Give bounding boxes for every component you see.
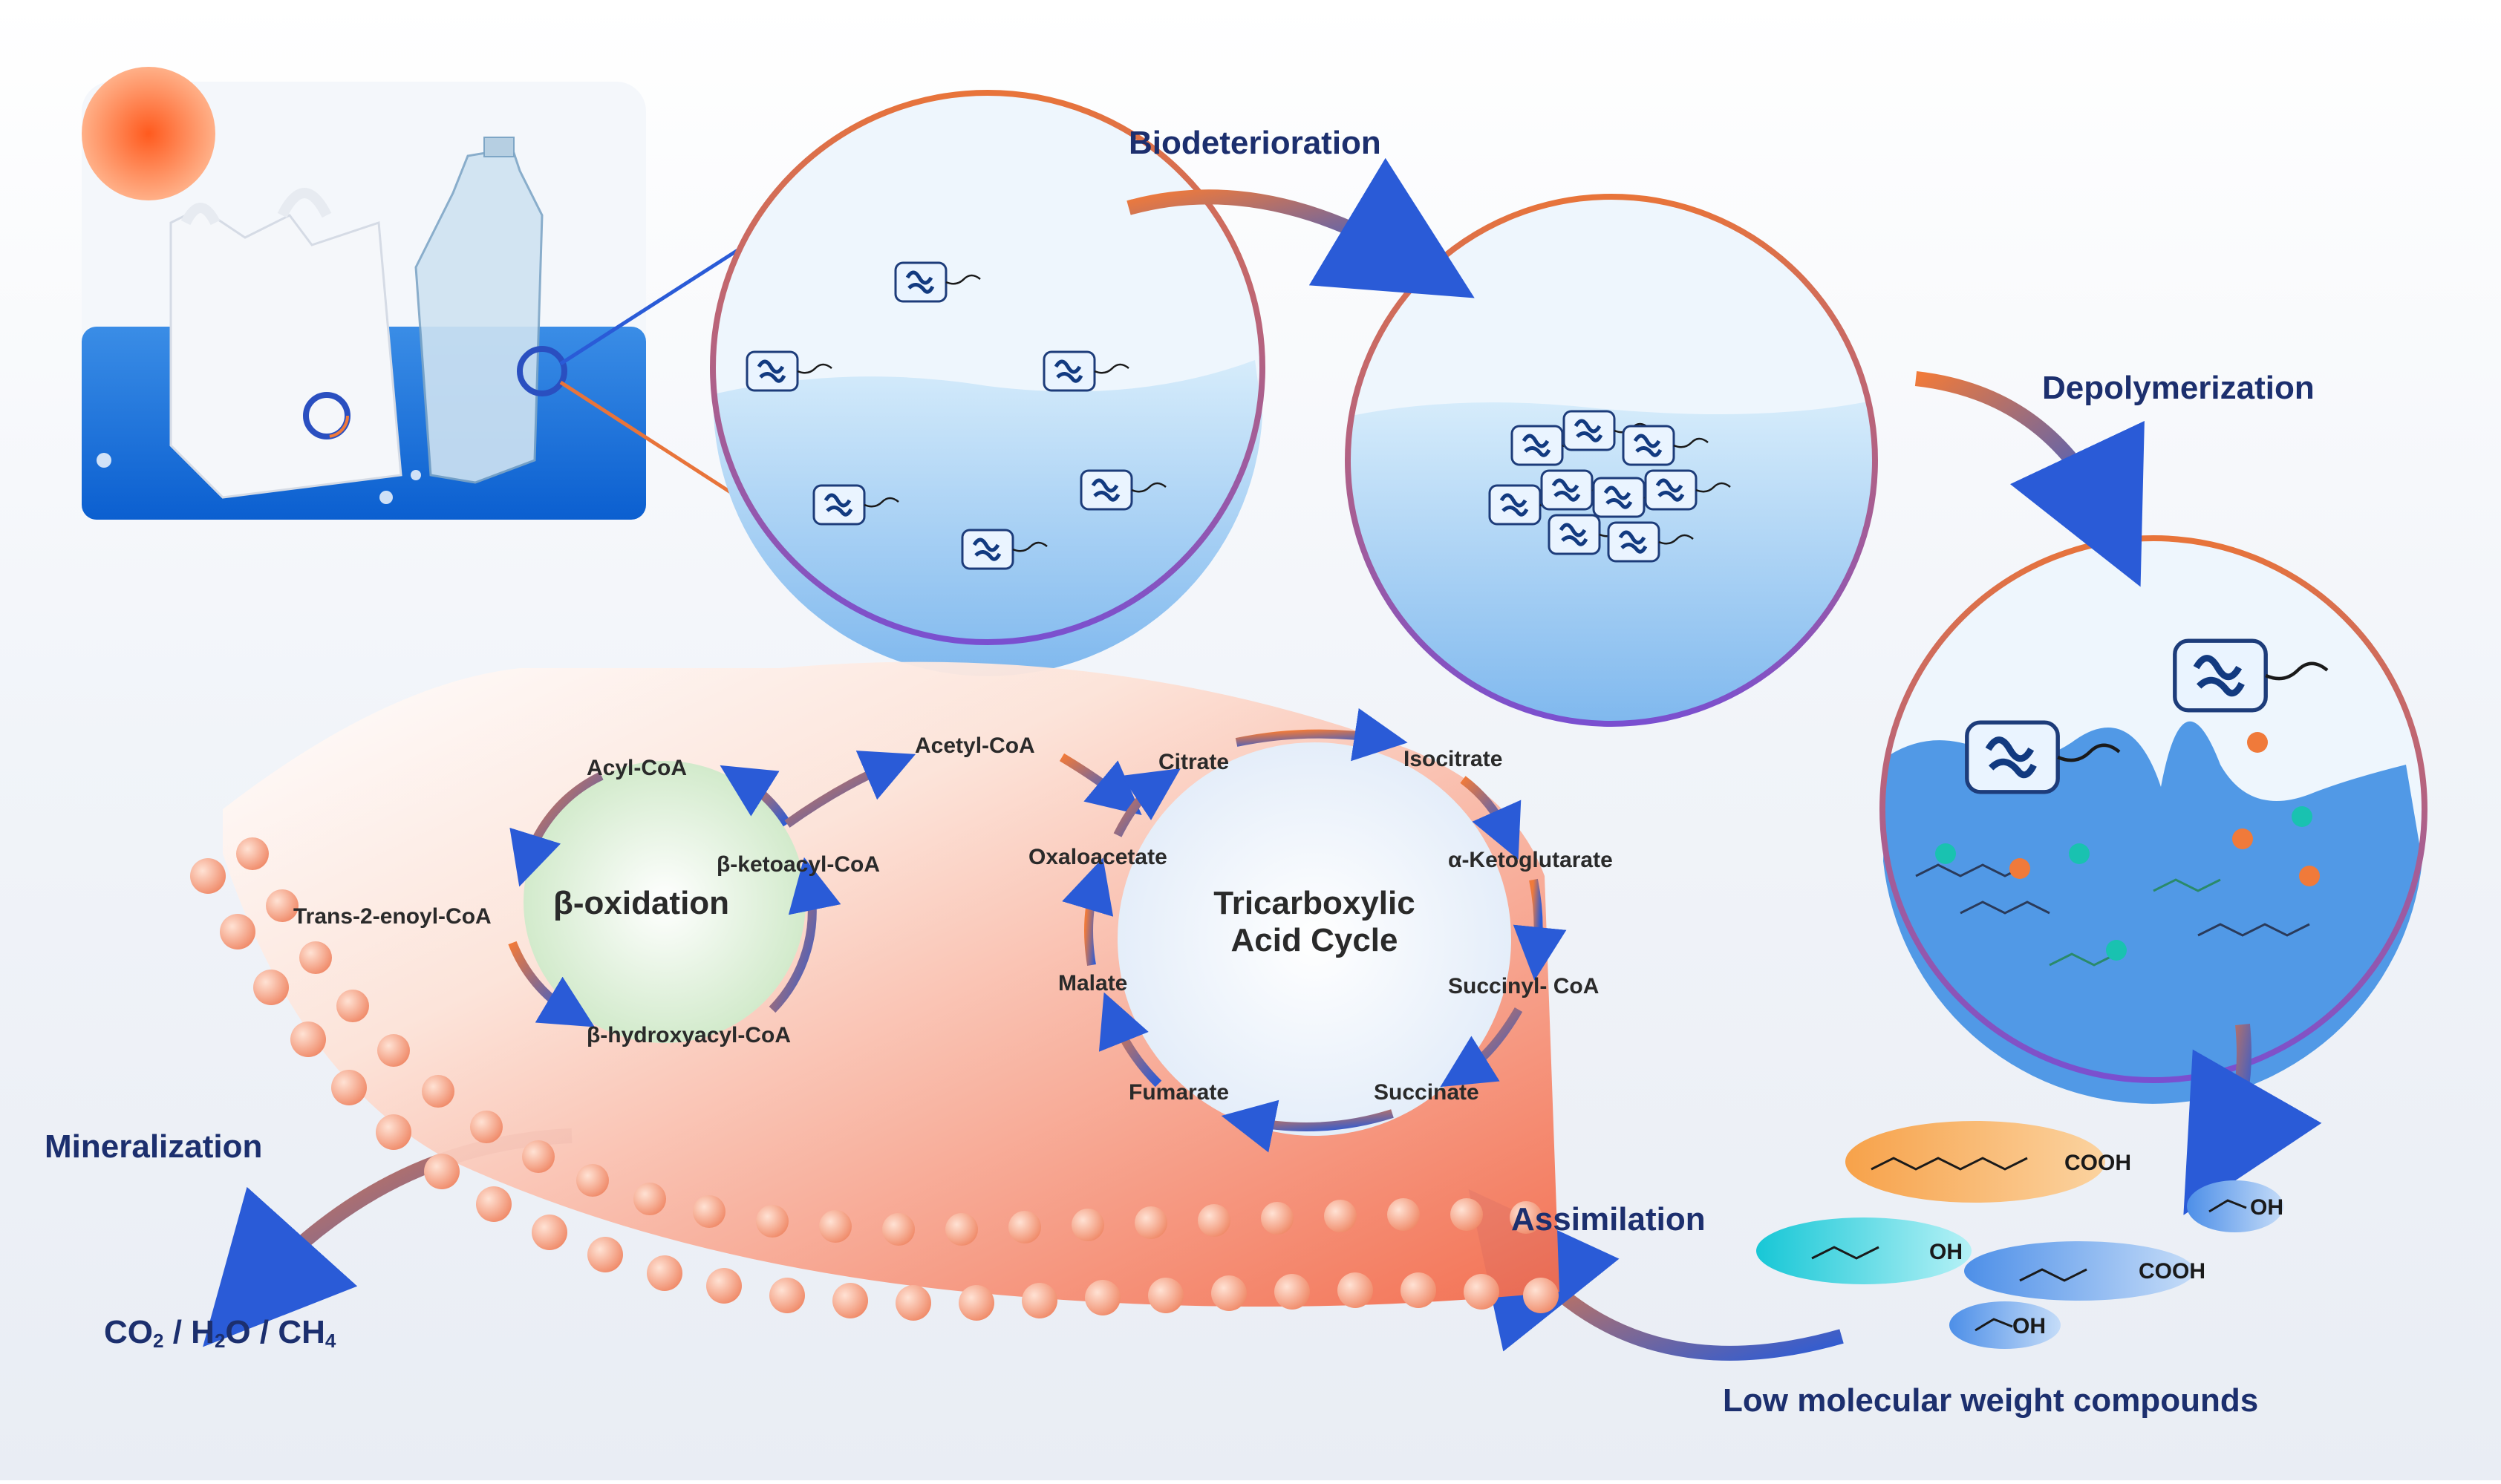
citrate-label: Citrate [1158,750,1230,774]
ethanol-blob [2187,1180,2283,1232]
succinyl-coa-label: Succinyl- CoA [1448,974,1600,998]
plastic-photo [82,67,646,520]
colonization-zoom [710,90,1265,676]
plastic-bottle-icon [414,147,544,484]
biofilm-zoom [1345,194,1878,727]
cooh-label: COOH [2139,1259,2205,1284]
cell-membrane [190,837,1559,1321]
beta-oxidation-title: β-oxidation [553,885,730,921]
low-mw-compounds [1756,1121,2283,1349]
butanol-blob [1756,1217,1972,1284]
tca-cycle [1059,708,1567,1153]
acetyl-coa-label: Acetyl-CoA [915,733,1035,758]
sun-icon [82,67,215,200]
isocitrate-label: Isocitrate [1403,747,1503,771]
oh-label: OH [2250,1195,2283,1220]
mineralization-label: Mineralization [45,1128,263,1165]
oh-label: OH [2012,1314,2046,1338]
beta-oxidation-cycle [508,751,916,1043]
assimilation-label: Assimilation [1511,1201,1706,1238]
trans-2-enoyl-coa-label: Trans-2-enoyl-CoA [293,904,492,929]
biodeterioration-label: Biodeterioration [1129,125,1381,161]
ethanol-blob [1949,1301,2061,1349]
release-arrow [2183,1024,2322,1215]
cooh-label: COOH [2064,1151,2131,1175]
low-molecular-weight-label: Low molecular weight compounds [1723,1382,2259,1419]
oh-label: OH [1929,1240,1963,1264]
malate-label: Malate [1058,971,1128,996]
beta-hydroxyacyl-coa-label: β-hydroxyacyl-CoA [587,1023,792,1047]
beta-ketoacyl-coa-label: β-ketoacyl-CoA [717,852,881,877]
fumarate-label: Fumarate [1129,1080,1230,1105]
biodeterioration-arrow [1126,157,1475,298]
bottle-highlight-ring [517,346,567,396]
depolymerization-zoom [1879,535,2427,1104]
succinate-label: Succinate [1374,1080,1479,1105]
depolymerization-arrow [1914,371,2145,587]
depolymerization-label: Depolymerization [2042,370,2315,406]
oxaloacetate-label: Oxaloacetate [1028,845,1167,869]
mineralization-products: CO2 / H2O / CH4 [104,1314,336,1352]
acyl-coa-label: Acyl-CoA [587,756,688,780]
plastic-bag-icon [169,206,402,499]
pentanoic-acid-blob [1964,1241,2194,1301]
alpha-ketoglutarate-label: α-Ketoglutarate [1448,848,1613,872]
